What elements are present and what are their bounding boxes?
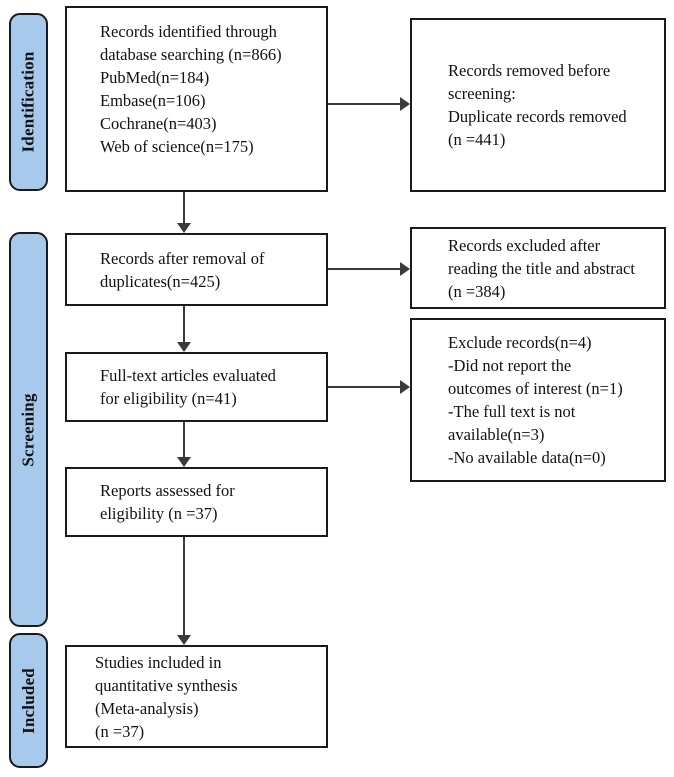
stage-pill-identification: Identification <box>9 13 48 191</box>
stage-pill-included: Included <box>9 633 48 768</box>
box-removed-before-screening: Records removed before screening: Duplic… <box>410 18 666 192</box>
box-excluded-title-abstract: Records excluded after reading the title… <box>410 227 666 309</box>
box-included-studies: Studies included in quantitative synthes… <box>65 645 328 748</box>
box-excluded-fulltext-reasons-text: Exclude records(n=4) -Did not report the… <box>448 333 623 467</box>
stage-label-identification: Identification <box>18 51 38 153</box>
arrow-reports-to-included-icon <box>177 537 191 645</box>
arrow-fulltext-to-excluded-icon <box>328 380 410 394</box>
box-records-identified-text: Records identified through database sear… <box>100 22 282 156</box>
box-records-identified: Records identified through database sear… <box>65 6 328 192</box>
box-records-after-duplicates: Records after removal of duplicates(n=42… <box>65 233 328 306</box>
box-removed-before-screening-text: Records removed before screening: Duplic… <box>448 61 627 149</box>
box-records-after-duplicates-text: Records after removal of duplicates(n=42… <box>100 248 265 291</box>
box-fulltext-evaluated-text: Full-text articles evaluated for eligibi… <box>100 366 276 408</box>
arrow-duplicates-to-fulltext-icon <box>177 306 191 352</box>
arrow-duplicates-to-excluded-icon <box>328 262 410 276</box>
box-included-studies-text: Studies included in quantitative synthes… <box>95 652 238 741</box>
arrow-identified-to-removed-icon <box>328 97 410 111</box>
arrow-identified-to-duplicates-icon <box>177 192 191 233</box>
stage-label-included: Included <box>18 667 38 734</box>
box-excluded-fulltext-reasons: Exclude records(n=4) -Did not report the… <box>410 318 666 482</box>
stage-label-screening: Screening <box>18 392 38 467</box>
box-excluded-title-abstract-text: Records excluded after reading the title… <box>448 235 635 301</box>
arrow-fulltext-to-reports-icon <box>177 422 191 467</box>
stage-pill-screening: Screening <box>9 232 48 627</box>
box-reports-assessed-text: Reports assessed for eligibility (n =37) <box>100 481 235 523</box>
box-fulltext-evaluated: Full-text articles evaluated for eligibi… <box>65 352 328 422</box>
box-reports-assessed: Reports assessed for eligibility (n =37) <box>65 467 328 537</box>
